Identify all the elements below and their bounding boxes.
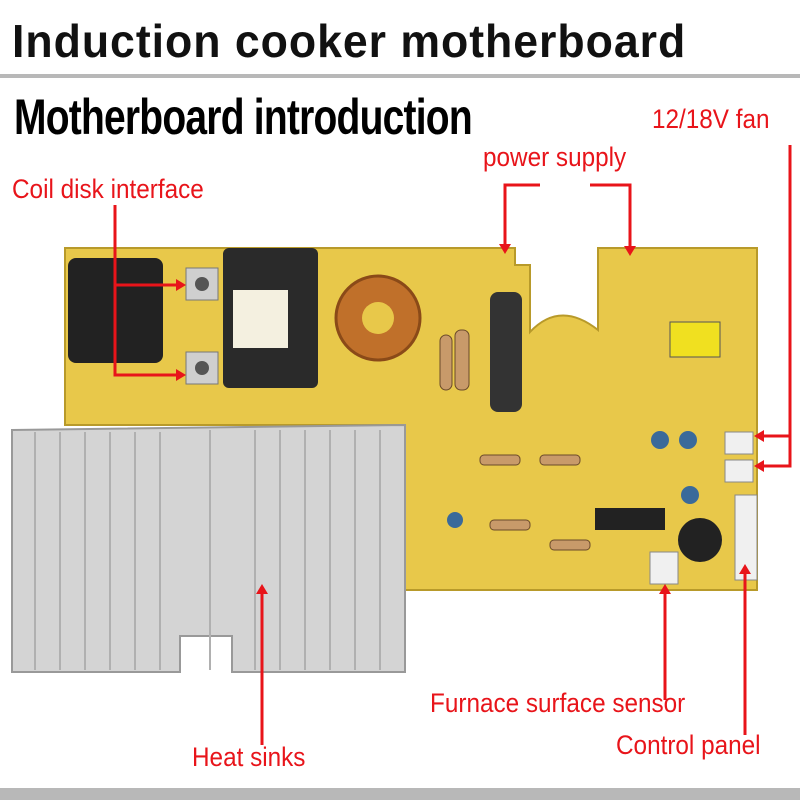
section-heading: Motherboard introduction [14, 89, 473, 145]
callout-arrows [113, 145, 792, 745]
transformer [669, 321, 721, 358]
fan-connector-1 [724, 431, 754, 455]
buzzer [678, 518, 722, 562]
fan-connector-2 [724, 459, 754, 483]
callout-power-supply: power supply [483, 142, 627, 172]
callout-control-panel: Control panel [616, 730, 761, 760]
page-title: Induction cooker motherboard [12, 15, 687, 67]
power-resistor [490, 292, 522, 412]
callout-furnace-surface-sensor: Furnace surface sensor [430, 688, 686, 718]
callout-fan: 12/18V fan [652, 104, 770, 134]
sensor-connector [649, 551, 679, 585]
ic-chip [595, 508, 665, 530]
heat-sink [11, 423, 406, 673]
callout-coil-disk-interface: Coil disk interface [12, 174, 204, 204]
bottom-bar [0, 788, 800, 800]
divider [0, 74, 800, 78]
callout-heat-sinks: Heat sinks [192, 742, 306, 772]
